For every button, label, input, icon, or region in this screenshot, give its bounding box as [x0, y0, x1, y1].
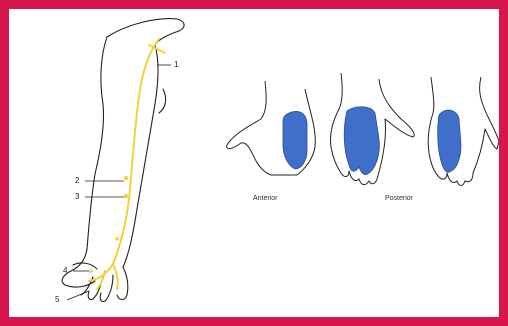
caption-posterior: Posterior — [385, 195, 413, 202]
arm-label-4: 4 — [63, 267, 67, 275]
arm-label-2: 2 — [75, 177, 79, 185]
nerve-nodes — [89, 176, 128, 273]
hands-group — [227, 73, 499, 186]
arm-label-1: 1 — [174, 61, 178, 69]
arm-outline — [62, 19, 184, 302]
hand-posterior-1 — [330, 73, 414, 185]
arm-diagram — [9, 9, 499, 317]
caption-anterior: Anterior — [253, 195, 278, 202]
figure-canvas: 1 2 3 4 5 Anterior Posterior — [9, 9, 499, 317]
hand-posterior-2 — [428, 77, 499, 186]
arm-label-5: 5 — [55, 296, 59, 304]
hand-anterior — [227, 81, 316, 175]
arm-label-3: 3 — [75, 193, 79, 201]
